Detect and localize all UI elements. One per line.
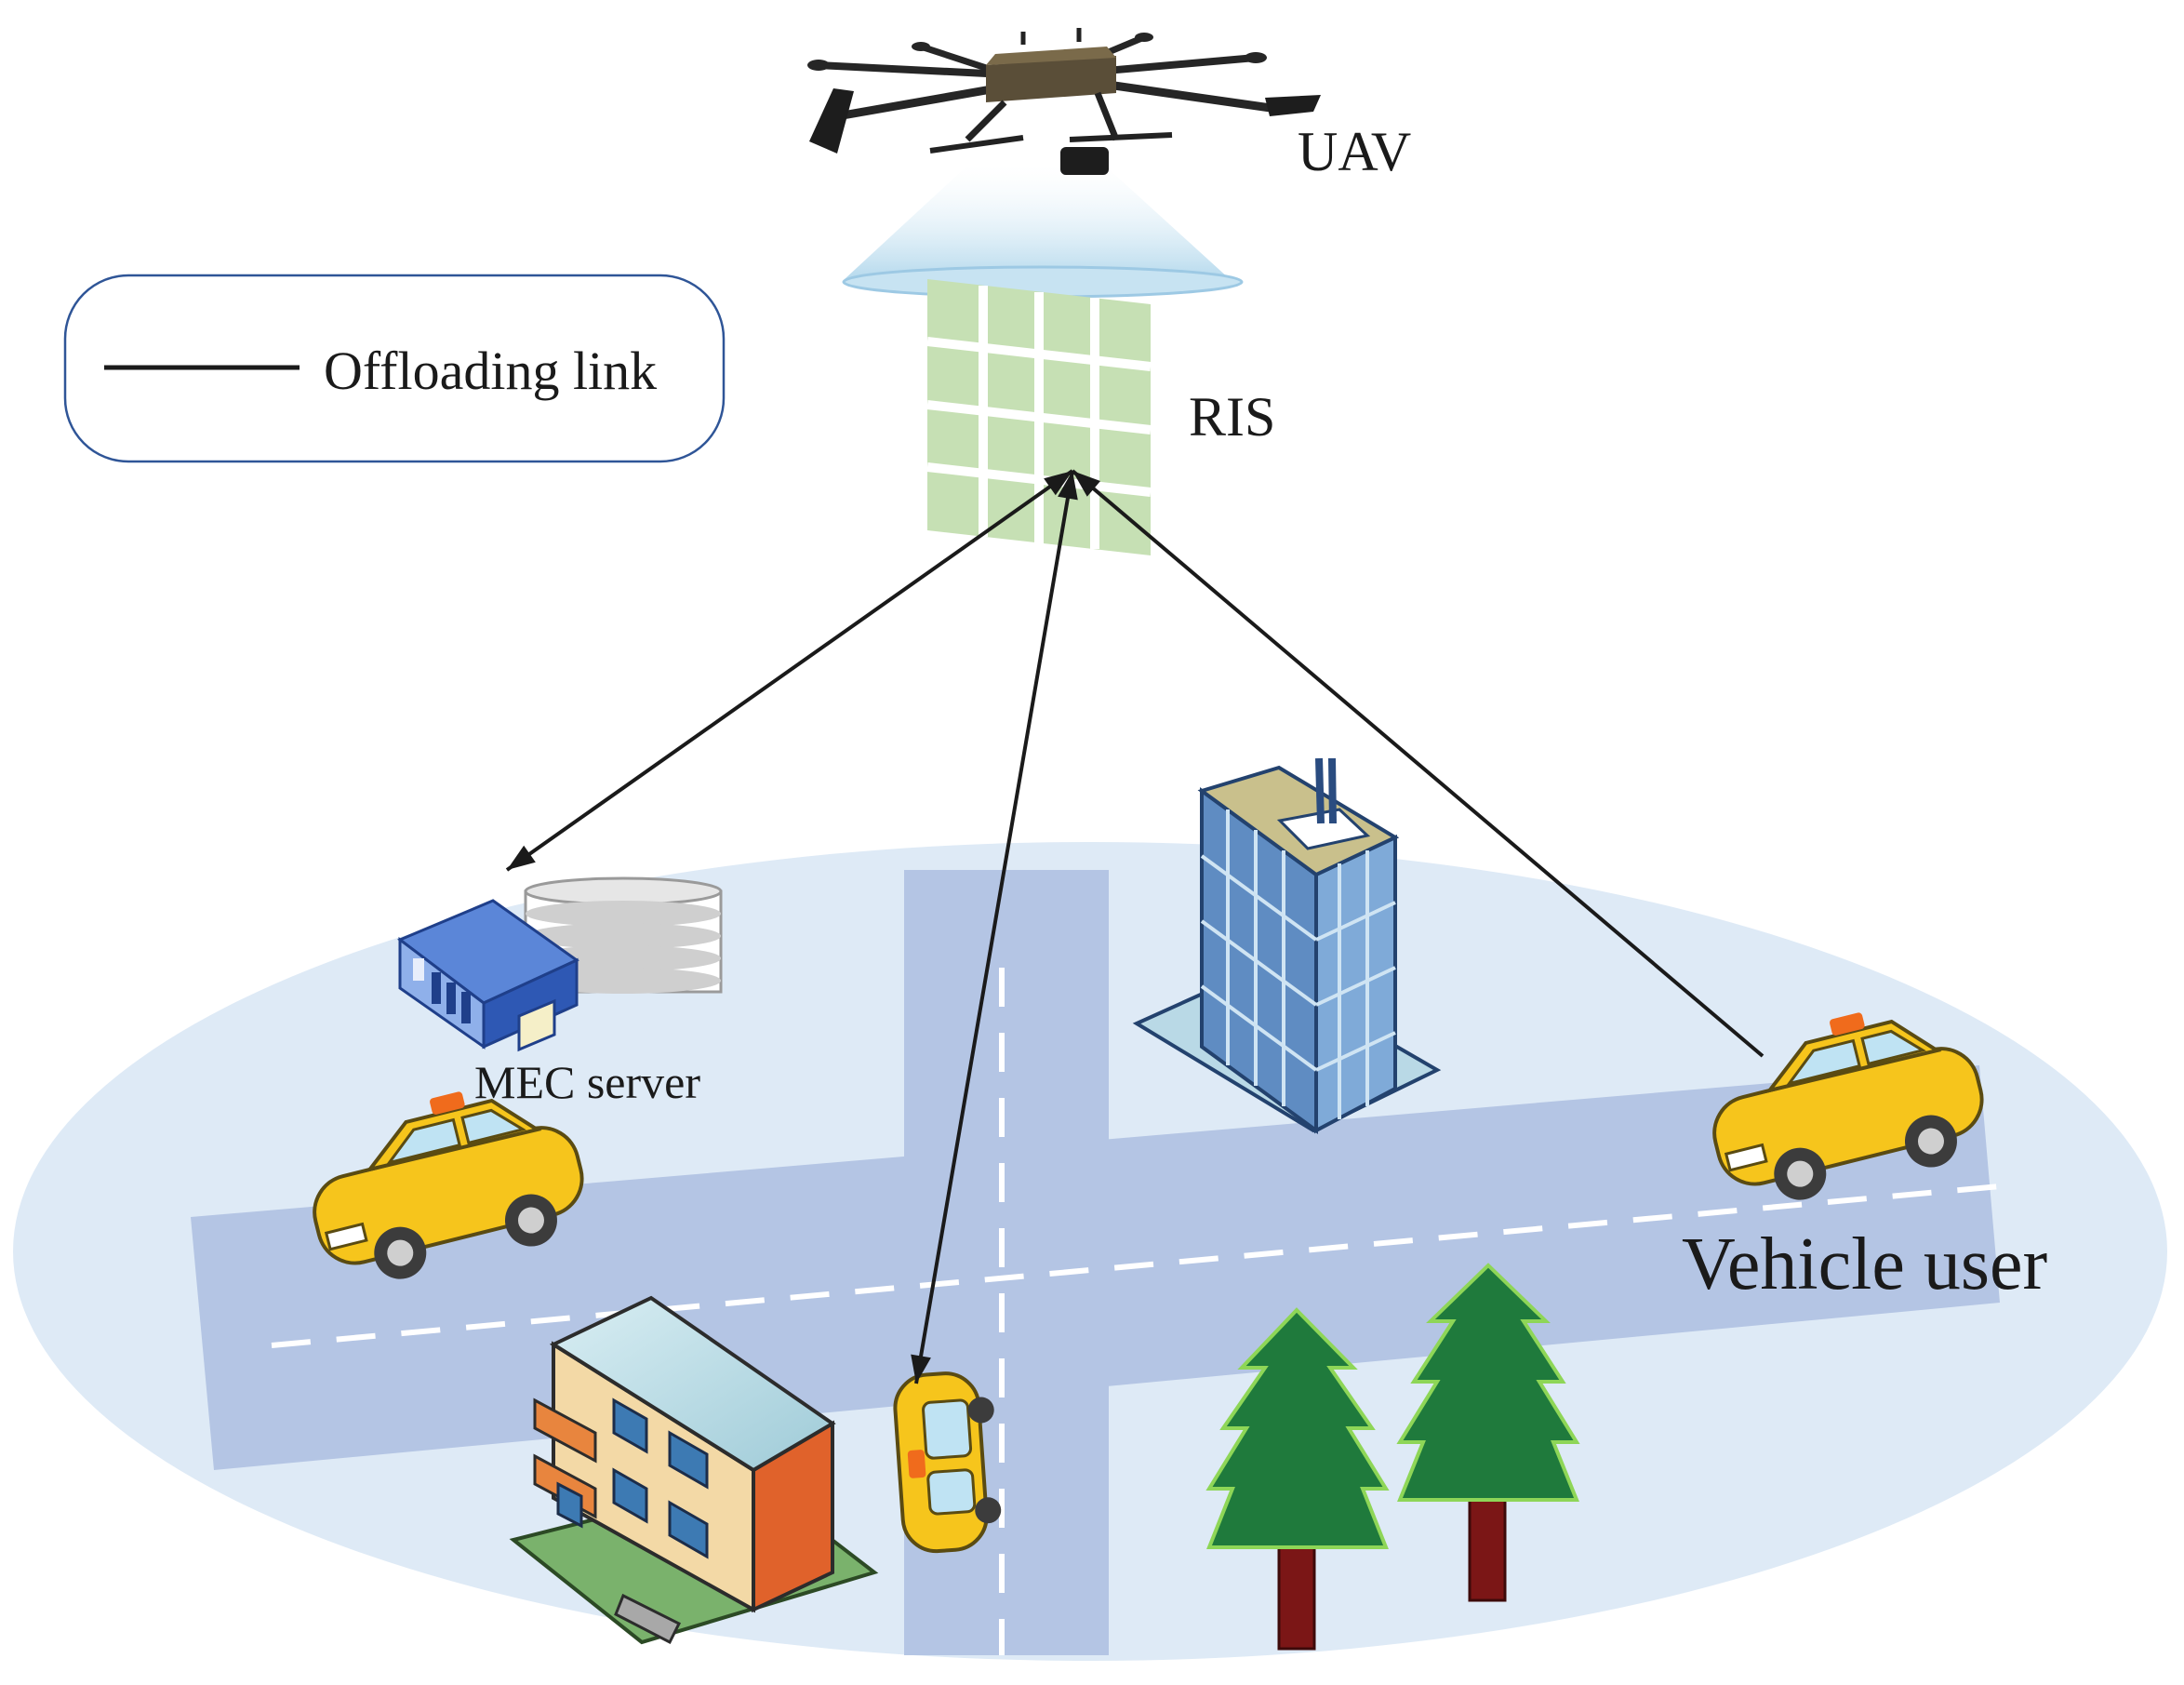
tree-icon <box>1396 1263 1580 1602</box>
ris-label: RIS <box>1189 386 1275 448</box>
apartment-building-icon <box>509 1295 879 1645</box>
mec-server-icon <box>397 876 723 1052</box>
link-ris-to-center-vehicle-arrowhead <box>911 1354 931 1384</box>
link-right-vehicle-to-ris-arrowhead <box>1072 471 1100 497</box>
uav-label: UAV <box>1298 121 1411 182</box>
link-ris-to-mec-server-arrowhead <box>507 845 536 870</box>
offloading-links <box>505 469 1765 1384</box>
server-box-icon <box>397 899 579 1052</box>
legend-box <box>63 274 726 463</box>
office-building-icon <box>1132 757 1442 1134</box>
horizontal-road-dashes <box>271 1184 2001 1348</box>
link-ris-to-mec-server <box>505 469 1074 872</box>
vehicle-car-icon-left <box>313 1091 584 1279</box>
vehicle-car-icon-right <box>1712 1012 1984 1200</box>
link-ris-to-center-vehicle <box>914 470 1074 1384</box>
tree-icon <box>1205 1307 1390 1651</box>
legend: Offloading link <box>63 274 726 463</box>
uav-drone-icon <box>807 28 1321 175</box>
vehicle-car-icon-center <box>893 1371 1002 1554</box>
mec-server-label: MEC server <box>474 1056 700 1108</box>
vehicle-user-label: Vehicle user <box>1682 1224 2047 1305</box>
legend-link-label: Offloading link <box>324 341 657 401</box>
link-ris-to-center-vehicle-arrowhead <box>1058 471 1078 501</box>
link-ris-to-mec-server-arrowhead <box>1044 471 1072 496</box>
uav-beam <box>842 166 1244 299</box>
ris-panel <box>926 279 1152 555</box>
link-right-vehicle-to-ris <box>1071 469 1765 1058</box>
